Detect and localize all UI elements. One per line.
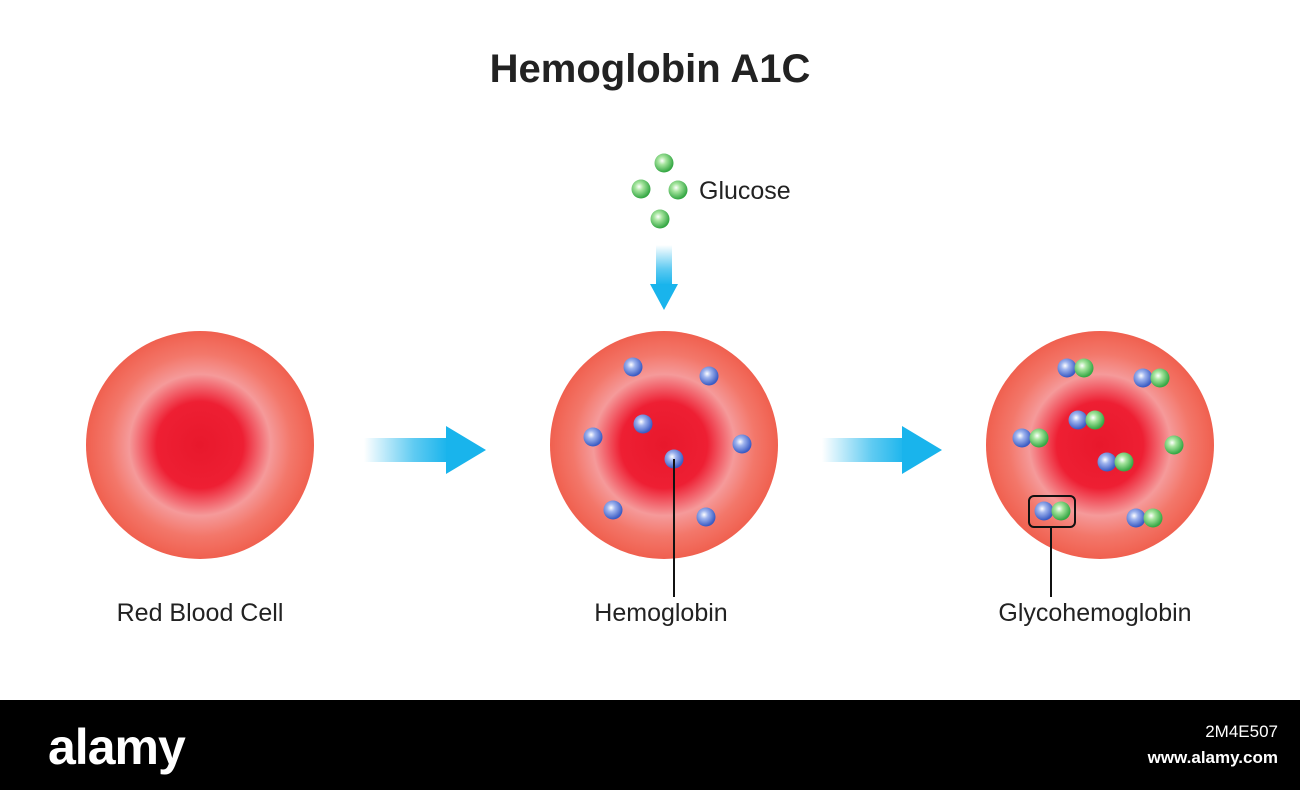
glycohemoglobin-pair (1057, 358, 1094, 378)
diagram-title: Hemoglobin A1C (490, 47, 811, 91)
process-arrow-2 (822, 426, 942, 474)
glycohemoglobin-molecules (1012, 358, 1184, 528)
red-blood-cell-label: Red Blood Cell (117, 599, 284, 627)
glycohemoglobin-pair (1068, 410, 1105, 430)
hemoglobin-a1c-diagram: Hemoglobin A1C Glucose Red Blood Cell He… (86, 47, 1214, 627)
glycohemoglobin-pair (1126, 508, 1163, 528)
glucose-molecule (650, 209, 670, 229)
glycohemoglobin-pair (1133, 368, 1170, 388)
glycohemoglobin-pair-highlighted (1034, 501, 1071, 521)
hemoglobin-label: Hemoglobin (594, 599, 727, 627)
hemoglobin-molecule (732, 434, 752, 454)
glucose-molecule (654, 153, 674, 173)
image-id: 2M4E507 (1205, 722, 1278, 741)
glucose-cluster (631, 153, 688, 229)
process-arrow-1 (364, 426, 486, 474)
glucose-molecule (631, 179, 651, 199)
glucose-molecule (668, 180, 688, 200)
hemoglobin-molecule (583, 427, 603, 447)
site-url: www.alamy.com (1147, 748, 1278, 767)
cell-with-hemoglobin (550, 331, 778, 559)
glucose-down-arrow (650, 245, 678, 310)
hemoglobin-molecule (603, 500, 623, 520)
glycohemoglobin-label: Glycohemoglobin (998, 599, 1191, 627)
glucose-molecule (1164, 435, 1184, 455)
glucose-label: Glucose (699, 177, 791, 205)
watermark-footer: alamy 2M4E507 www.alamy.com (0, 700, 1300, 790)
alamy-logo: alamy (48, 719, 186, 775)
hemoglobin-molecule (696, 507, 716, 527)
glycohemoglobin-pair (1097, 452, 1134, 472)
hemoglobin-molecule (699, 366, 719, 386)
hemoglobin-molecule (623, 357, 643, 377)
glycohemoglobin-pair (1012, 428, 1049, 448)
hemoglobin-molecule (633, 414, 653, 434)
red-blood-cell (86, 331, 314, 559)
